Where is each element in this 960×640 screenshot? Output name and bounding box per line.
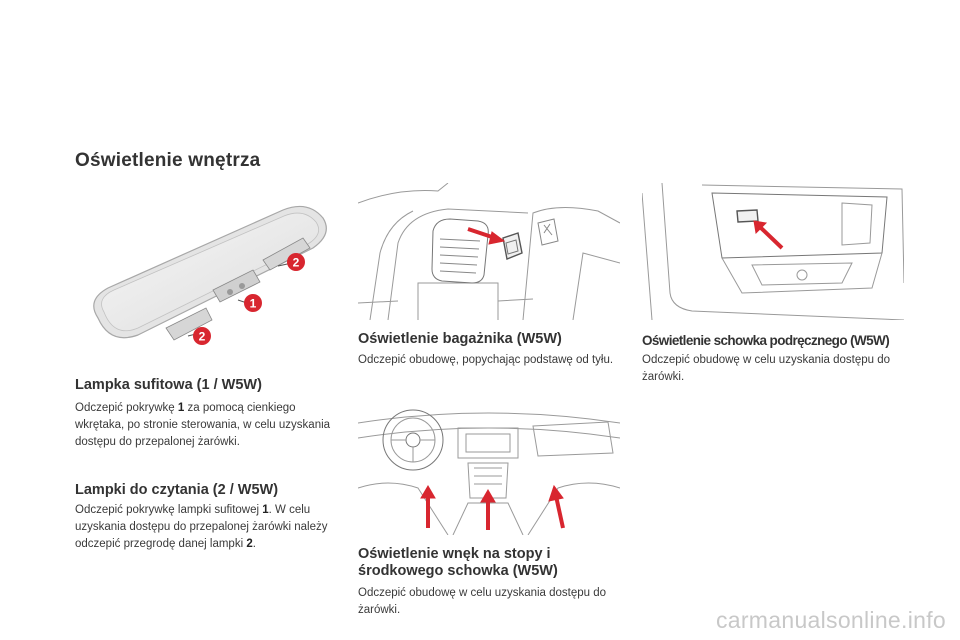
svg-text:2: 2	[199, 330, 206, 344]
page-title: Oświetlenie wnętrza	[75, 150, 261, 171]
reading-lamps-text: Odczepić pokrywkę lampki sufitowej 1. W …	[75, 504, 328, 550]
footwell-lighting-text: Odczepić obudowę w celu uzyskania dostęp…	[358, 587, 607, 616]
boot-lighting-text: Odczepić obudowę, popychając podstawę od…	[358, 354, 614, 366]
reading-lamps-title: Lampki do czytania (2 / W5W)	[75, 482, 279, 498]
callout-2-bottom: 2	[193, 327, 211, 345]
glovebox-lighting-title: Oświetlenie schowka podręcznego (W5W)	[642, 333, 890, 348]
boot-illustration	[358, 183, 620, 320]
svg-text:2: 2	[293, 256, 300, 270]
ceiling-lamp-text: Odczepić pokrywkę 1 za pomocą cienkiego …	[75, 402, 331, 448]
ref-1: 1	[177, 402, 185, 414]
footwell-illustration	[358, 398, 620, 535]
footwell-lighting-title: Oświetlenie wnęk na stopy i środkowego s…	[358, 546, 558, 579]
ceiling-lamp-illustration: 2 1 2	[78, 200, 338, 350]
svg-text:1: 1	[250, 297, 257, 311]
glovebox-illustration	[642, 183, 904, 320]
callout-1: 1	[244, 294, 262, 312]
ceiling-lamp-title: Lampka sufitowa (1 / W5W)	[75, 377, 262, 393]
ref-1: 1	[262, 504, 269, 516]
ref-2: 2	[246, 538, 253, 550]
callout-2-top: 2	[287, 253, 305, 271]
watermark: carmanualsonline.info	[715, 607, 946, 633]
glovebox-lighting-text: Odczepić obudowę w celu uzyskania dostęp…	[642, 354, 891, 383]
boot-lighting-title: Oświetlenie bagażnika (W5W)	[358, 331, 562, 347]
